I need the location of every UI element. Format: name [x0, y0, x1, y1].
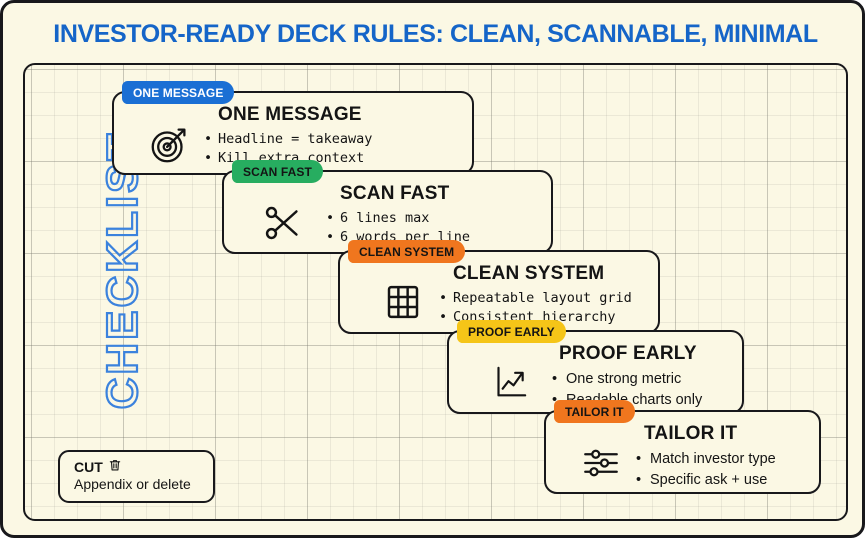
target-icon — [147, 121, 193, 167]
bullet-item: One strong metric — [566, 369, 702, 390]
card-title-one-message: ONE MESSAGE — [218, 104, 362, 125]
card-title-tailor-it: TAILOR IT — [644, 423, 738, 444]
card-title-clean-system: CLEAN SYSTEM — [453, 263, 605, 284]
card-bullets-tailor-it: Match investor type Specific ask + use — [650, 449, 776, 490]
card-tailor-it[interactable]: TAILOR IT TAILOR IT Match investor type … — [544, 400, 821, 494]
cut-heading-row: CUT — [74, 458, 213, 475]
grid-paper-panel: CHECKLIST ONE MESSAGE ONE MESSAGE Headli… — [23, 63, 848, 521]
bullet-item: 6 lines max — [340, 209, 470, 228]
bullet-item: Specific ask + use — [650, 470, 776, 491]
card-title-scan-fast: SCAN FAST — [340, 183, 450, 204]
bullet-item: Match investor type — [650, 449, 776, 470]
card-badge-label: CLEAN SYSTEM — [359, 244, 455, 259]
cut-subtext: Appendix or delete — [74, 476, 191, 492]
card-badge-label: PROOF EARLY — [468, 324, 555, 339]
grid-icon — [382, 281, 428, 327]
cut-box[interactable]: CUT Appendix or delete — [58, 450, 215, 503]
page-title: INVESTOR-READY DECK RULES: CLEAN, SCANNA… — [53, 20, 818, 48]
card-badge-tailor-it: TAILOR IT — [554, 400, 635, 423]
scissors-icon — [260, 200, 306, 246]
card-badge-label: ONE MESSAGE — [133, 85, 224, 100]
bullet-item: Repeatable layout grid — [453, 289, 632, 308]
card-badge-label: TAILOR IT — [565, 404, 624, 419]
card-badge-proof-early: PROOF EARLY — [457, 320, 566, 343]
card-badge-label: SCAN FAST — [243, 164, 312, 179]
line-chart-icon — [491, 362, 537, 408]
card-proof-early[interactable]: PROOF EARLY PROOF EARLY One strong metri… — [447, 320, 744, 414]
sliders-icon — [580, 442, 626, 488]
cut-heading-label: CUT — [74, 458, 103, 475]
card-badge-clean-system: CLEAN SYSTEM — [348, 240, 466, 263]
card-badge-one-message: ONE MESSAGE — [122, 81, 235, 104]
card-badge-scan-fast: SCAN FAST — [232, 160, 323, 183]
card-title-proof-early: PROOF EARLY — [559, 343, 697, 364]
trash-icon — [108, 458, 122, 475]
bullet-item: Headline = takeaway — [218, 130, 372, 149]
